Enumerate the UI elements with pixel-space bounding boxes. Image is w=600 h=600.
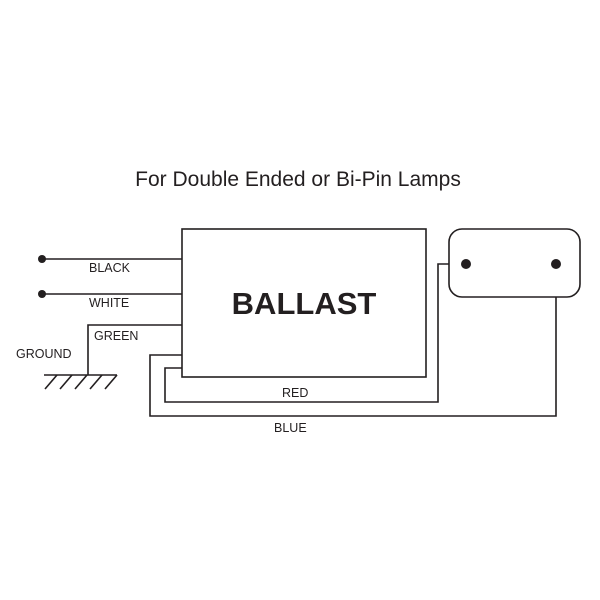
green-wire-label: GREEN (94, 329, 138, 343)
red-wire (164, 263, 466, 403)
white-wire-label: WHITE (89, 296, 129, 310)
ground-label: GROUND (16, 347, 72, 361)
ballast-label: BALLAST (232, 286, 377, 321)
diagram-title: For Double Ended or Bi-Pin Lamps (135, 168, 461, 191)
ballast-box (181, 228, 427, 378)
green-wire (87, 324, 182, 375)
white-wire-terminal (38, 290, 46, 298)
black-wire-label: BLACK (89, 261, 131, 275)
black-wire-terminal (38, 255, 46, 263)
lamp-pin-right-icon (551, 259, 561, 269)
blue-wire-label: BLUE (274, 421, 307, 435)
lamp-housing (448, 228, 581, 298)
red-wire-label: RED (282, 386, 308, 400)
ground-symbol-icon (44, 374, 118, 390)
lamp-pin-left-icon (461, 259, 471, 269)
blue-wire (149, 264, 557, 417)
